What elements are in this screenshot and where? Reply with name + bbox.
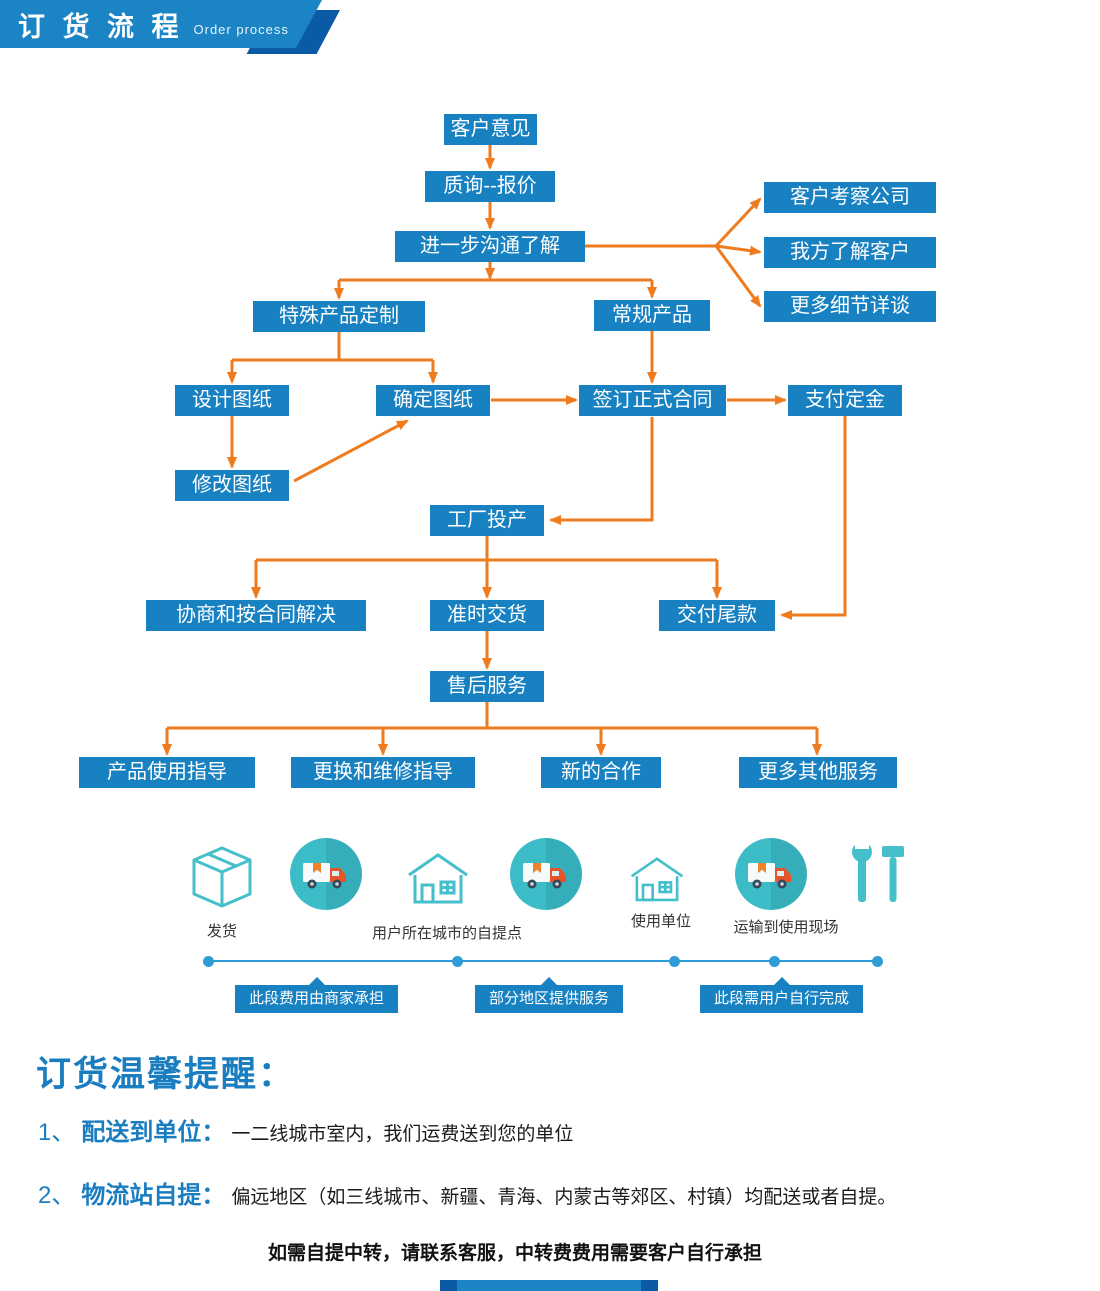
flow-node-new-cooperation: 新的合作 xyxy=(541,757,661,788)
package-box-icon xyxy=(192,846,252,908)
flow-node-repair-guide: 更换和维修指导 xyxy=(291,757,475,788)
label-ship: 发货 xyxy=(206,923,237,940)
flow-node-further-communication: 进一步沟通了解 xyxy=(395,231,585,262)
reminder-note: 如需自提中转，请联系客服，中转费费用需要客户自行承担 xyxy=(268,1243,763,1264)
flow-node-customer-opinion: 客户意见 xyxy=(444,114,537,145)
house-icon xyxy=(630,857,684,902)
timeline-tag-partial-service: 部分地区提供服务 xyxy=(475,977,624,1013)
flow-node-pay-balance: 交付尾款 xyxy=(659,600,775,631)
house-icon xyxy=(408,853,468,904)
timeline-dot xyxy=(669,956,680,967)
reminder-item-delivery: 1、 配送到单位： 一二线城市室内，我们运费送到您的单位 xyxy=(38,1112,573,1147)
page-subtitle: Order process xyxy=(193,21,289,37)
flow-node-ontime-delivery: 准时交货 xyxy=(430,600,544,631)
flow-node-design-drawing: 设计图纸 xyxy=(175,385,289,416)
timeline-dot xyxy=(872,956,883,967)
reminder-item-text: 偏远地区（如三线城市、新疆、青海、内蒙古等郊区、村镇）均配送或者自提。 xyxy=(231,1187,897,1208)
flow-node-special-custom: 特殊产品定制 xyxy=(253,301,425,332)
flow-node-sign-contract: 签订正式合同 xyxy=(579,385,726,416)
flow-node-after-sales: 售后服务 xyxy=(430,671,544,702)
flow-node-pay-deposit: 支付定金 xyxy=(788,385,902,416)
label-transport-site: 运输到使用现场 xyxy=(733,919,839,936)
header-banner: 订 货 流 程 Order process xyxy=(0,0,322,48)
flow-node-negotiate-resolve: 协商和按合同解决 xyxy=(146,600,366,631)
flow-node-inquiry-quote: 质询--报价 xyxy=(425,171,555,202)
label-pickup-point: 用户所在城市的自提点 xyxy=(371,925,522,942)
flow-node-confirm-drawing: 确定图纸 xyxy=(376,385,490,416)
reminder-item-label: 配送到单位： xyxy=(81,1119,226,1146)
reminder-title: 订货温馨提醒： xyxy=(36,1055,296,1094)
reminder-item-number: 1、 xyxy=(38,1119,76,1146)
flow-node-usage-guide: 产品使用指导 xyxy=(79,757,255,788)
timeline-tag-merchant-cost: 此段费用由商家承担 xyxy=(235,977,399,1013)
reminder-item-number: 2、 xyxy=(38,1182,76,1209)
delivery-truck-icon xyxy=(290,838,362,910)
flow-node-regular-product: 常规产品 xyxy=(594,300,710,331)
reminder-item-pickup: 2、 物流站自提： 偏远地区（如三线城市、新疆、青海、内蒙古等郊区、村镇）均配送… xyxy=(38,1175,896,1210)
flow-node-customer-visit: 客户考察公司 xyxy=(764,182,936,213)
bottom-ribbon-inner xyxy=(457,1280,641,1291)
flow-node-more-services: 更多其他服务 xyxy=(739,757,897,788)
timeline-tag-user-complete: 此段需用户自行完成 xyxy=(700,977,864,1013)
timeline-dot xyxy=(452,956,463,967)
page-title: 订 货 流 程 xyxy=(18,11,184,42)
flow-arrows xyxy=(162,145,847,756)
label-use-unit: 使用单位 xyxy=(630,913,691,930)
reminder-item-label: 物流站自提： xyxy=(81,1182,226,1209)
tools-icon xyxy=(852,840,904,902)
timeline-dot xyxy=(203,956,214,967)
bottom-ribbon xyxy=(440,1280,658,1291)
flow-node-know-customer: 我方了解客户 xyxy=(764,237,936,268)
delivery-truck-icon xyxy=(510,838,582,910)
reminder-item-text: 一二线城市室内，我们运费送到您的单位 xyxy=(231,1124,574,1145)
flow-node-more-details: 更多细节详谈 xyxy=(764,291,936,322)
timeline-dot xyxy=(769,956,780,967)
timeline-line xyxy=(208,960,878,962)
delivery-truck-icon xyxy=(735,838,807,910)
flow-node-modify-drawing: 修改图纸 xyxy=(175,470,289,501)
flow-node-factory-production: 工厂投产 xyxy=(430,505,544,536)
